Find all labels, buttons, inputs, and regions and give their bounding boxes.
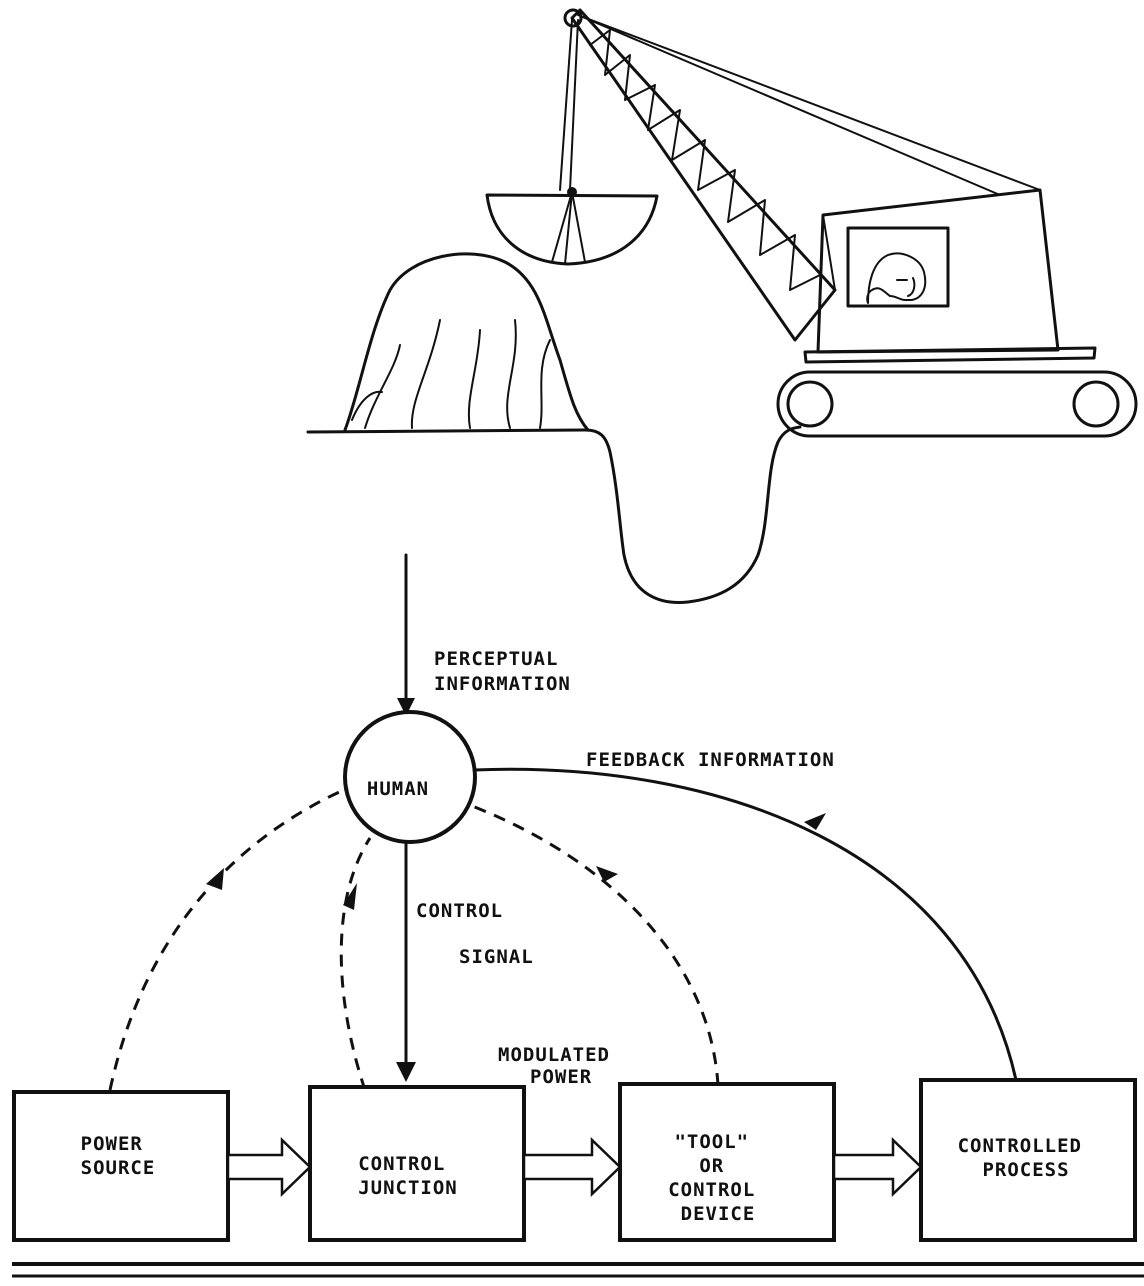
operator-face [897, 278, 914, 296]
tool-feedback-arrow [596, 866, 618, 882]
crane-boom [572, 10, 835, 340]
feedback-arrow-head [804, 813, 826, 830]
bucket-ribs [552, 192, 585, 264]
power-feedback-dashed [110, 788, 348, 1090]
bucket [487, 195, 657, 264]
control-signal-head [396, 1062, 416, 1082]
power-flow-arrow-1 [228, 1140, 310, 1194]
junction-feedback-dashed [341, 838, 370, 1090]
power-flow-arrow-2 [524, 1140, 620, 1194]
human-node [345, 712, 475, 842]
control-label-1: CONTROL [416, 900, 503, 922]
control-label-2: SIGNAL [459, 946, 534, 968]
feedback-path [474, 769, 1016, 1080]
power-feedback-arrow [206, 868, 224, 890]
crane-illustration [308, 10, 1136, 602]
dirt-pile [345, 254, 588, 430]
bucket-hook [567, 187, 577, 197]
dirt-pile-texture [352, 320, 550, 428]
feedback-label: FEEDBACK INFORMATION [586, 749, 835, 771]
perceptual-label-2: INFORMATION [434, 673, 571, 695]
modulated-label-1: MODULATED [498, 1044, 610, 1066]
track-wheel-left [788, 382, 832, 426]
cab-window [848, 228, 948, 306]
operator-head [867, 254, 925, 303]
ground-and-pit [308, 427, 800, 602]
track-deck [805, 348, 1095, 362]
track-wheel-right [1074, 382, 1118, 426]
junction-feedback-arrow [343, 883, 357, 910]
human-label: HUMAN [367, 778, 429, 800]
power-flow-arrow-3 [834, 1140, 921, 1194]
perceptual-label-1: PERCEPTUAL [434, 648, 558, 670]
crane-cab [818, 190, 1058, 352]
modulated-label-2: POWER [530, 1066, 592, 1088]
